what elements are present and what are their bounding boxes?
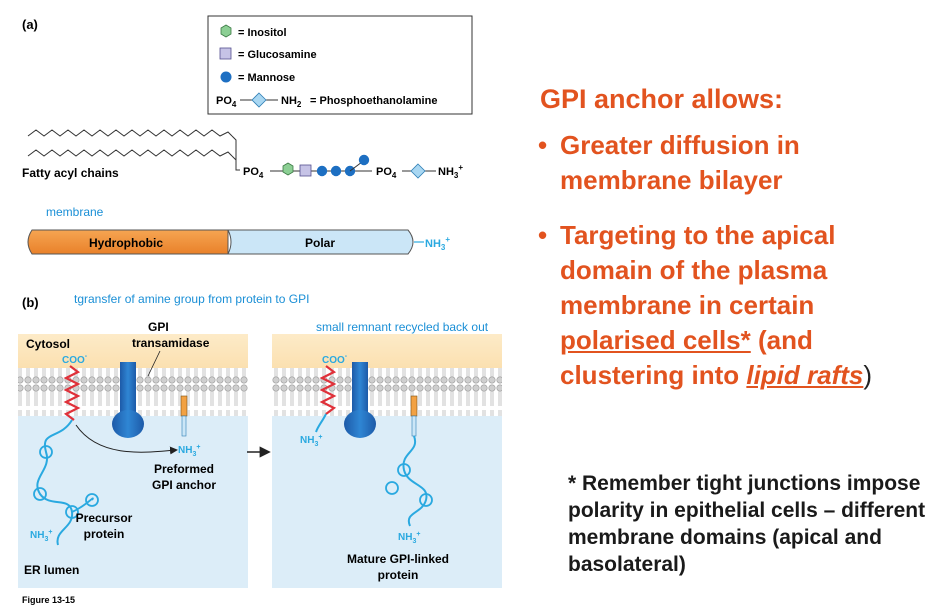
nh3-remnant-sub: 3 [314, 441, 318, 448]
helix-left [63, 365, 81, 421]
nh3-left: NH [178, 445, 192, 456]
svg-text:PO4: PO4 [243, 166, 264, 180]
gpi-anchor-right [410, 395, 418, 437]
nh3-left-sup: + [196, 444, 200, 451]
bullet-dot-2: • [538, 220, 548, 250]
remnant-tail [315, 413, 327, 433]
clustering-text: (and clustering into [560, 325, 813, 390]
mature-protein-chain [402, 435, 428, 527]
protein-label-left: protein [84, 527, 125, 541]
chain-po4b: PO [376, 166, 392, 178]
nh3-precursor-sub: 3 [44, 536, 48, 543]
membrane-note: membrane [46, 205, 104, 219]
mature-label: Mature GPI-linked [347, 552, 449, 566]
figure-label: Figure 13-15 [22, 595, 75, 605]
transfer-note: tgransfer of amine group from protein to… [74, 292, 309, 306]
svg-text:NH3+: NH3+ [438, 163, 463, 180]
lipid-rafts-text: lipid rafts [746, 360, 864, 390]
precursor-chain [36, 419, 74, 546]
svg-text:PO4: PO4 [376, 166, 397, 180]
legend-glucosamine: = Glucosamine [238, 49, 317, 61]
svg-text:NH3+: NH3+ [30, 529, 52, 543]
mature-label-2: protein [378, 568, 419, 582]
nh3-mature-sup: + [416, 531, 420, 538]
mannose-icon [220, 71, 232, 83]
svg-text:NH3+: NH3+ [425, 235, 450, 252]
polar-label: Polar [305, 236, 335, 250]
membrane-bar: Hydrophobic Polar NH3+ [27, 229, 450, 255]
gpi-anchor-figure: (a) = Inositol = Glucosamine = Mannose P… [18, 15, 502, 605]
nh3-mature: NH [398, 532, 412, 543]
polarised-cells-text: polarised cells* [560, 325, 751, 355]
svg-text:COO-: COO- [62, 353, 88, 366]
transamidase-label: transamidase [132, 336, 210, 350]
transamidase-enzyme [112, 362, 144, 438]
helix-right [319, 365, 337, 415]
gpi-chain: PO4 PO4 NH3+ [243, 154, 463, 180]
legend-phosphoethanolamine: = Phosphoethanolamine [310, 95, 437, 107]
coo-left: COO [62, 355, 85, 366]
nh3-mature-sub: 3 [412, 538, 416, 545]
nh3-precursor: NH [30, 530, 44, 541]
svg-text:NH2: NH2 [281, 95, 302, 109]
svg-text:COO-: COO- [322, 353, 348, 366]
chain-po4a: PO [243, 166, 259, 178]
chain-sub4a: 4 [259, 171, 264, 180]
coo-left-sup: - [85, 353, 88, 360]
phosphoethanolamine-icon [251, 92, 267, 108]
hydrophobic-label: Hydrophobic [89, 236, 163, 250]
tight-junction-note: * Remember tight junctions impose polari… [568, 472, 926, 576]
nh3-precursor-sup: + [48, 529, 52, 536]
gpi-label: GPI [148, 320, 169, 334]
legend-po4: PO [216, 95, 232, 107]
bar-plus: + [445, 235, 450, 244]
legend-inositol: = Inositol [238, 27, 287, 39]
nh3-left-sub: 3 [192, 451, 196, 458]
cytosol-label: Cytosol [26, 337, 70, 351]
svg-text:NH3+: NH3+ [398, 531, 420, 545]
er-lumen-label: ER lumen [24, 563, 79, 577]
bullet-diffusion-text: Greater diffusion in membrane bilayer [560, 130, 800, 195]
bullet-targeting: • Targeting to the apical domain of the … [538, 218, 930, 393]
transamidase-enzyme-right [344, 362, 376, 438]
glucosamine-icon [219, 47, 232, 60]
closing-paren: ) [863, 360, 873, 390]
chain-sub4b: 4 [392, 171, 397, 180]
fatty-acyl-chains [27, 129, 240, 171]
nh3-remnant: NH [300, 435, 314, 446]
svg-text:NH3+: NH3+ [178, 444, 200, 458]
bullet-targeting-text: Targeting to the apical domain of the pl… [540, 218, 930, 393]
svg-text:NH3+: NH3+ [300, 434, 322, 448]
gpi-anchor-left [180, 395, 188, 437]
chain-nh3: NH [438, 166, 454, 178]
legend-box: = Inositol = Glucosamine = Mannose PO4 N… [207, 15, 473, 115]
precursor-label: Precursor [76, 511, 133, 525]
bar-nh3: NH [425, 238, 441, 250]
targeting-text: Targeting to the apical domain of the pl… [560, 220, 836, 320]
svg-text:PO4: PO4 [216, 95, 237, 109]
fatty-acyl-label: Fatty acyl chains [22, 166, 119, 180]
nh3-remnant-sup: + [318, 434, 322, 441]
legend-nh2: NH [281, 95, 297, 107]
legend-po4-sub: 4 [232, 100, 237, 109]
legend-mannose: = Mannose [238, 72, 295, 84]
coo-right: COO [322, 355, 345, 366]
er-membrane-right [272, 334, 502, 588]
bullet-dot-1: • [538, 130, 548, 160]
remnant-note: small remnant recycled back out [316, 320, 489, 334]
inositol-icon [220, 24, 232, 38]
slide-title: GPI anchor allows: [540, 84, 784, 114]
chain-nh3-sub: 3 [454, 171, 459, 180]
preformed-label: Preformed [154, 462, 214, 476]
bar-nh3-sub: 3 [441, 243, 446, 252]
gpi-anchor-label: GPI anchor [152, 478, 216, 492]
panel-b-label: (b) [22, 295, 39, 310]
transfer-arrow [75, 424, 178, 455]
bullet-diffusion: • Greater diffusion in membrane bilayer [538, 128, 930, 198]
panel-a-label: (a) [22, 17, 38, 32]
chain-plus: + [458, 163, 463, 172]
coo-right-sup: - [345, 353, 348, 360]
legend-nh2-sub: 2 [297, 100, 302, 109]
